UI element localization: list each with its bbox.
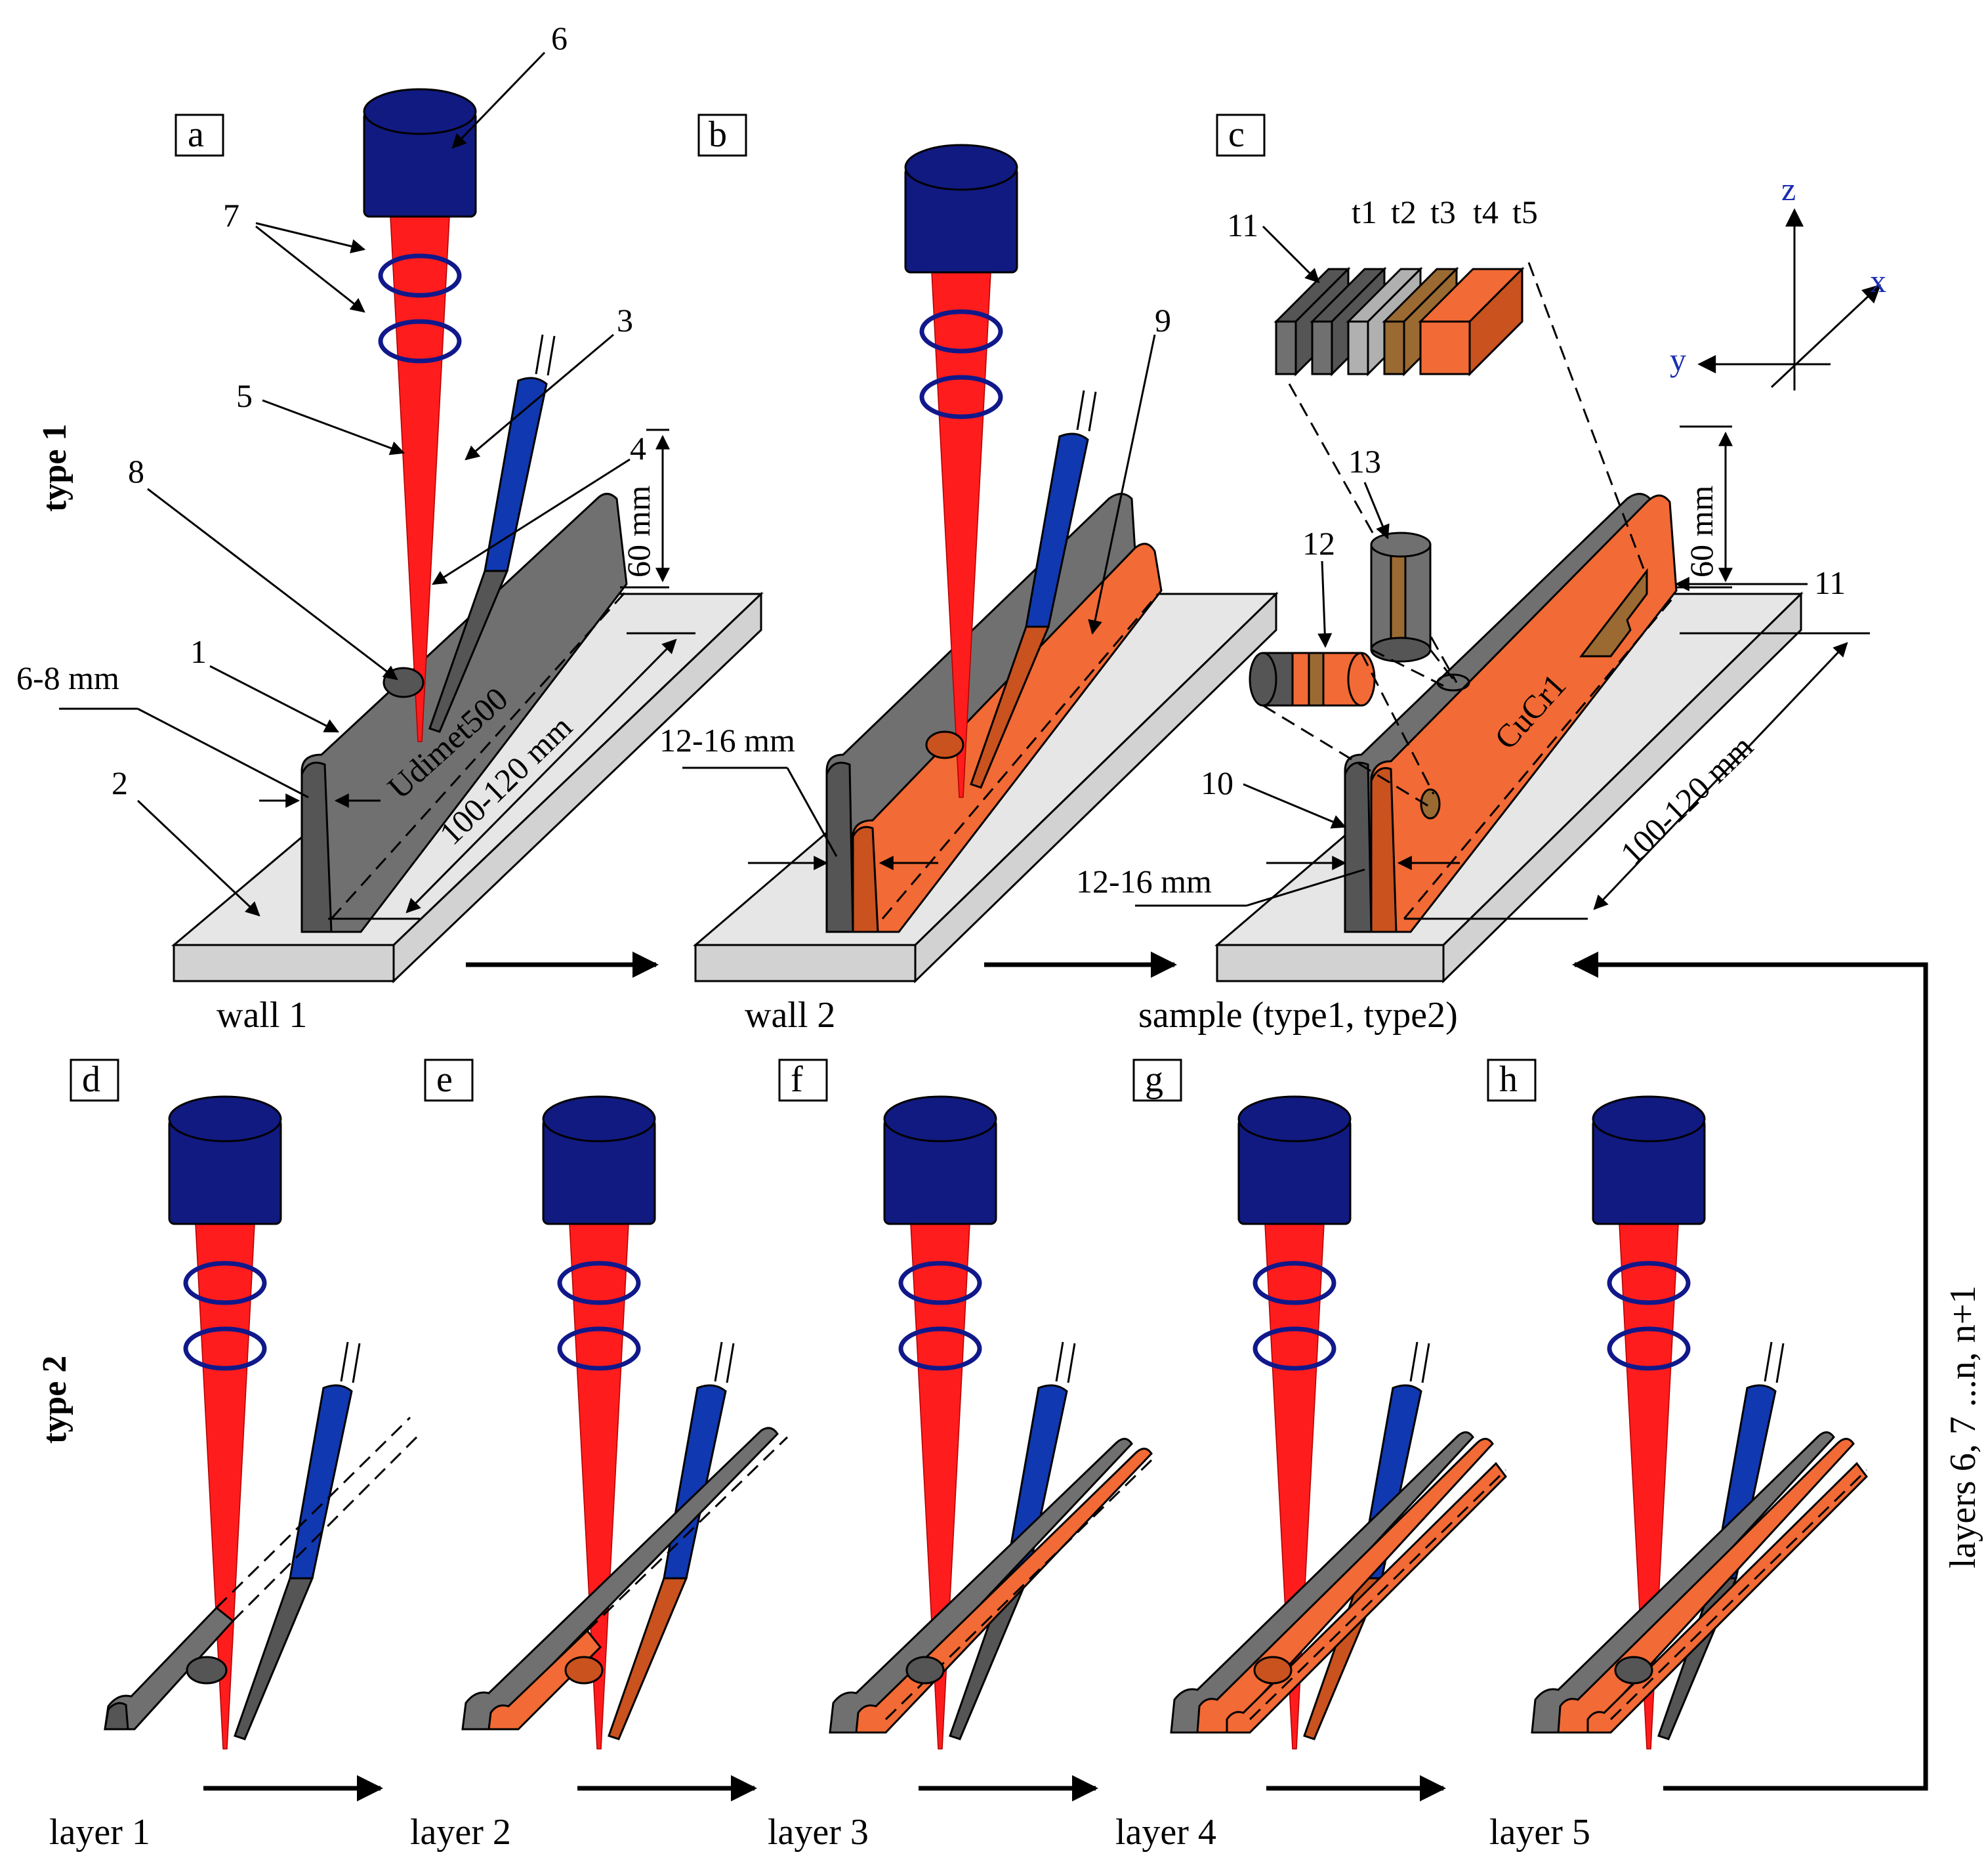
panel-label-g: g [1145, 1059, 1163, 1100]
specimen-t4: t4 [1473, 194, 1499, 230]
callout-1: 1 [190, 633, 207, 670]
caption-wall1: wall 1 [217, 995, 307, 1036]
dim-thickness-b: 12-16 mm [659, 722, 795, 759]
dim-thickness-c: 12-16 mm [1076, 863, 1212, 900]
panel-c: c CuCr1 [1076, 114, 1886, 1036]
cylinder-13 [1370, 532, 1432, 663]
callout-5: 5 [236, 377, 253, 414]
caption-layer5: layer 5 [1489, 1812, 1590, 1853]
caption-layers-more: layers 6, 7 ...n, n+1 [1943, 1286, 1983, 1568]
specimen-t5: t5 [1512, 194, 1538, 230]
panel-label-e: e [436, 1059, 453, 1100]
callout-6: 6 [551, 20, 568, 56]
type2-row: d e f [49, 952, 1983, 1853]
caption-sample: sample (type1, type2) [1138, 995, 1458, 1036]
callout-12: 12 [1302, 525, 1335, 562]
callout-10: 10 [1201, 765, 1233, 801]
panel-g: g [1132, 1059, 1507, 1749]
caption-layer2: layer 2 [410, 1812, 511, 1853]
panel-label-box-b [697, 114, 747, 157]
panel-label-b: b [709, 114, 727, 155]
callout-8: 8 [128, 453, 144, 490]
dim-height-c: 60 mm [1683, 486, 1720, 578]
callout-9: 9 [1155, 302, 1171, 339]
panel-label-box-a [175, 114, 224, 157]
caption-layer1: layer 1 [49, 1812, 150, 1853]
panel-a: a Udimet500 60 mm 100-120 mm 6-8 mm [16, 20, 764, 1036]
cylinder-12 [1249, 652, 1376, 707]
type2-label: type 2 [36, 1356, 73, 1444]
callout-7: 7 [223, 197, 239, 234]
wall-cucr-b [852, 543, 1163, 933]
panel-label-box-c [1216, 114, 1266, 157]
panel-label-c: c [1228, 114, 1245, 155]
specimen-t1: t1 [1352, 194, 1377, 230]
panel-f: f [778, 1059, 1153, 1749]
panel-b: b 9 12-16 mm wall 2 [659, 114, 1279, 1036]
panel-e: e [424, 1059, 789, 1749]
callout-11-side: 11 [1814, 564, 1846, 601]
dim-thickness-a: 6-8 mm [16, 660, 119, 696]
callout-4: 4 [630, 430, 646, 467]
caption-layer4: layer 4 [1115, 1812, 1216, 1853]
panel-label-f: f [791, 1059, 803, 1100]
axis-z: z [1781, 171, 1796, 207]
caption-layer3: layer 3 [768, 1812, 869, 1853]
coordinate-axes: z y x [1670, 171, 1886, 390]
panel-h: h [1487, 1059, 1868, 1749]
panel-label-d: d [82, 1059, 100, 1100]
arrow-loop-to-sample [1572, 952, 1928, 1791]
callout-2: 2 [112, 765, 128, 801]
callout-11-top: 11 [1227, 207, 1258, 243]
type1-label: type 1 [36, 424, 73, 512]
specimen-set: t1 t2 t3 t4 t5 [1274, 194, 1538, 377]
axis-y: y [1670, 341, 1686, 378]
callout-3: 3 [617, 302, 633, 339]
specimen-t3: t3 [1430, 194, 1456, 230]
dim-height-a: 60 mm [620, 486, 657, 578]
specimen-t2: t2 [1391, 194, 1417, 230]
panel-label-a: a [188, 114, 204, 155]
callout-13: 13 [1348, 443, 1381, 480]
cylinder-cutout-12 [1420, 788, 1441, 820]
panel-d: d [70, 1059, 421, 1749]
axis-x: x [1870, 262, 1886, 299]
wall-cucr-c [1370, 494, 1678, 933]
caption-wall2: wall 2 [745, 995, 835, 1036]
panel-label-h: h [1499, 1059, 1518, 1100]
